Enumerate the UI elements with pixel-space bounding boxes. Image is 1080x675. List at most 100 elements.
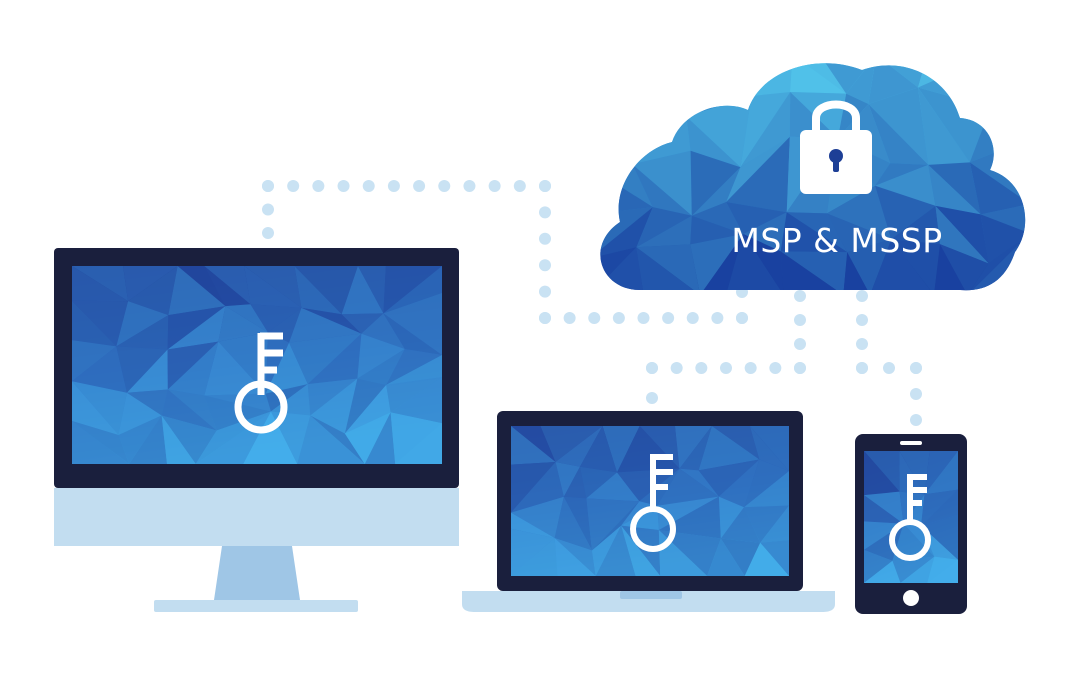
connection-dot bbox=[720, 362, 732, 374]
polygon-facet bbox=[760, 539, 789, 576]
polygon-facet bbox=[726, 202, 787, 234]
connection-dot bbox=[387, 180, 400, 192]
polygon-facet bbox=[204, 341, 266, 396]
polygon-facet bbox=[72, 421, 130, 464]
polygon-facet bbox=[690, 150, 741, 216]
polygon-facet bbox=[600, 63, 643, 119]
polygon-facet bbox=[632, 164, 692, 216]
key-icon bbox=[889, 474, 931, 561]
polygon-facet bbox=[939, 244, 989, 291]
polygon-facet bbox=[934, 244, 968, 291]
connection-dot bbox=[794, 290, 806, 302]
connection-dot bbox=[287, 180, 300, 192]
connection-dot bbox=[637, 312, 650, 324]
polygon-facet bbox=[928, 162, 981, 215]
polygon-facet bbox=[265, 342, 308, 394]
polygon-facet bbox=[294, 266, 342, 315]
polygon-facet bbox=[579, 426, 618, 473]
polygon-facet bbox=[161, 389, 217, 431]
connection-dot bbox=[744, 362, 757, 374]
connection-dot bbox=[539, 232, 551, 245]
polygon-facet bbox=[289, 333, 362, 385]
polygon-facet bbox=[554, 496, 593, 551]
polygon-facet bbox=[600, 117, 633, 168]
polygon-facet bbox=[751, 63, 793, 97]
polygon-facet bbox=[921, 514, 958, 560]
polygon-facet bbox=[344, 384, 391, 434]
connection-dot bbox=[794, 362, 806, 374]
polygon-facet bbox=[864, 451, 900, 496]
polygon-facet bbox=[511, 461, 564, 513]
padlock-icon bbox=[800, 100, 872, 194]
polygon-facet bbox=[592, 501, 640, 551]
polygon-facet bbox=[395, 423, 442, 464]
connection-dot bbox=[539, 206, 551, 219]
polygon-facet bbox=[749, 426, 789, 472]
polygon-facet bbox=[690, 215, 744, 245]
connection-dot bbox=[856, 290, 868, 302]
polygon-facet bbox=[167, 341, 219, 390]
polygon-facet bbox=[900, 556, 935, 583]
polygon-facet bbox=[383, 313, 442, 356]
connection-dot bbox=[262, 227, 274, 239]
polygon-facet bbox=[289, 307, 362, 343]
polygon-facet bbox=[168, 266, 226, 316]
polygon-facet bbox=[743, 459, 789, 508]
polygon-facet bbox=[390, 412, 442, 464]
polygon-facet bbox=[980, 203, 1026, 234]
polygon-facet bbox=[658, 529, 721, 576]
polygon-facet bbox=[743, 471, 789, 508]
connection-dot bbox=[662, 312, 675, 324]
polygon-facet bbox=[760, 505, 789, 543]
polygon-facet bbox=[918, 63, 992, 88]
polygon-facet bbox=[554, 538, 596, 576]
polygon-facet bbox=[868, 63, 919, 105]
polygon-facet bbox=[935, 205, 989, 264]
polygon-facet bbox=[555, 461, 580, 497]
polygon-facet bbox=[718, 459, 760, 508]
polygon-facet bbox=[307, 333, 362, 385]
polygon-facet bbox=[341, 313, 384, 334]
polygon-facet bbox=[72, 381, 119, 436]
polygon-facet bbox=[218, 306, 268, 342]
polygon-facet bbox=[780, 251, 848, 291]
polygon-facet bbox=[204, 266, 251, 307]
polygon-facet bbox=[72, 346, 127, 393]
connection-dot bbox=[463, 180, 476, 192]
key-icon bbox=[630, 454, 676, 552]
polygon-facet bbox=[780, 212, 848, 253]
polygon-facet bbox=[265, 332, 290, 394]
polygon-facet bbox=[357, 266, 386, 314]
polygon-facet bbox=[386, 355, 442, 385]
cloud: MSP & MSSP bbox=[600, 63, 1026, 291]
polygon-facet bbox=[540, 426, 603, 462]
connection-dot bbox=[856, 338, 868, 350]
polygon-facet bbox=[749, 426, 789, 472]
polygon-facet bbox=[128, 266, 178, 316]
polygon-facet bbox=[123, 266, 178, 302]
polygon-facet bbox=[600, 63, 631, 118]
polygon-facet bbox=[636, 244, 701, 291]
connection-dot bbox=[910, 362, 922, 374]
polygon-facet bbox=[511, 461, 556, 513]
polygon-facet bbox=[636, 207, 692, 248]
polygon-facet bbox=[563, 466, 587, 499]
connection-dot bbox=[794, 338, 806, 350]
connection-dot bbox=[539, 312, 551, 324]
polygon-facet bbox=[218, 332, 268, 394]
polygon-facet bbox=[786, 212, 848, 253]
polygon-facet bbox=[177, 266, 226, 307]
connection-dot bbox=[646, 362, 658, 374]
polygon-facet bbox=[990, 63, 1026, 108]
polygon-facet bbox=[244, 266, 302, 308]
connection-dot bbox=[686, 312, 699, 324]
polygon-facet bbox=[743, 212, 787, 252]
polygon-facet bbox=[636, 247, 701, 291]
polygon-facet bbox=[341, 266, 384, 315]
connection-dot bbox=[769, 362, 782, 374]
polygon-facet bbox=[357, 348, 405, 385]
polygon-facet bbox=[383, 292, 442, 356]
polygon-facet bbox=[718, 496, 744, 539]
polygon-facet bbox=[725, 233, 784, 291]
